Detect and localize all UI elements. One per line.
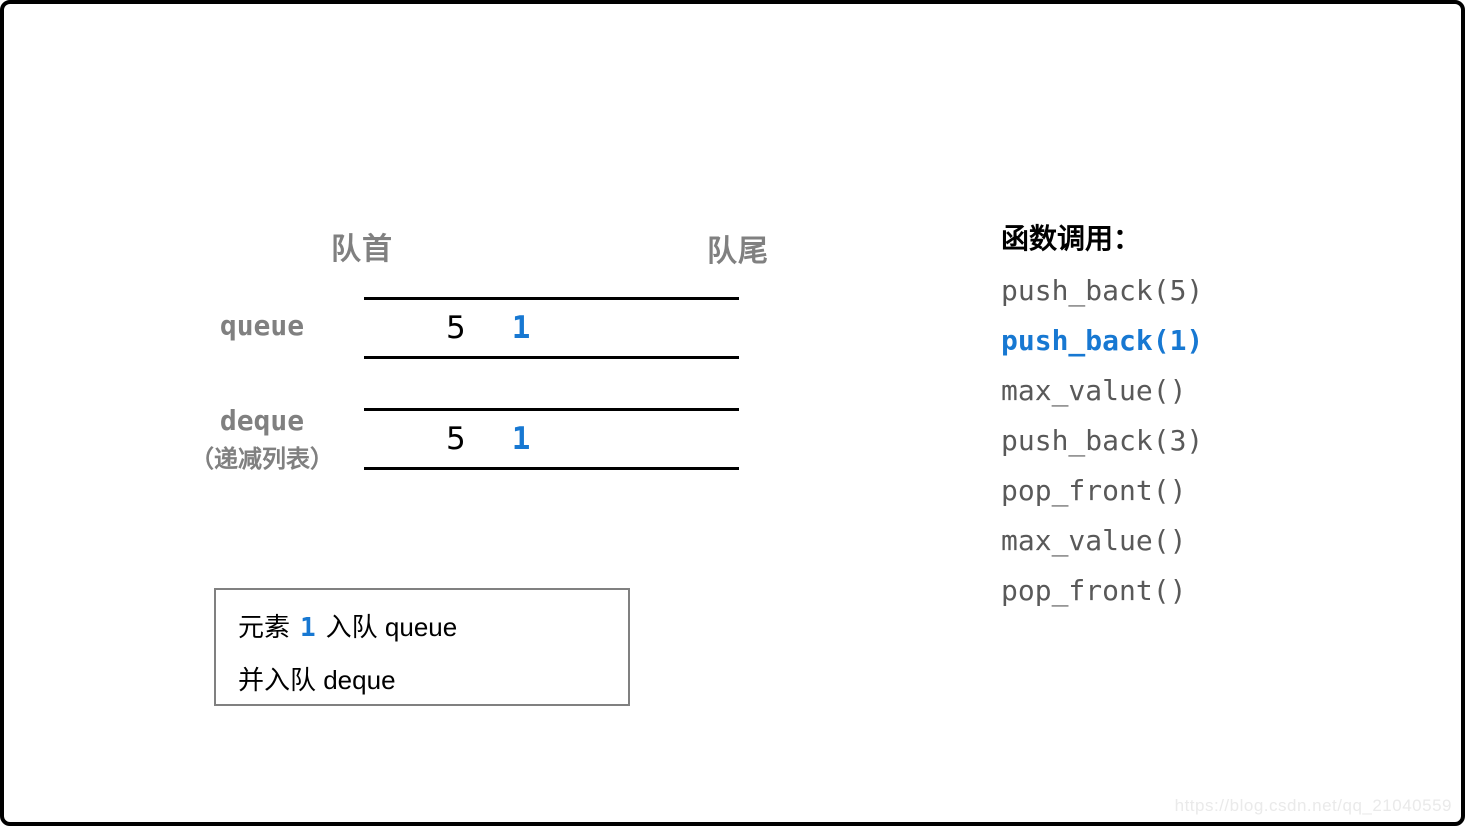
deque-label-name: deque [219, 404, 305, 437]
queue-rear-label: 队尾 [707, 235, 769, 268]
call-item-pop-front-2: pop_front() [1001, 574, 1187, 607]
queue-track: 5 1 [364, 297, 739, 359]
queue-value-0: 5 [446, 310, 466, 346]
note-line-2: 并入队 deque [238, 665, 396, 695]
note-line-1: 元素 1 入队 queue [238, 601, 628, 654]
deque-row-label: deque （递减列表） [182, 404, 342, 474]
queue-front-label: 队首 [331, 233, 393, 266]
note-segment-prefix: 元素 [238, 612, 291, 642]
note-segment-value: 1 [300, 613, 316, 643]
note-box: 元素 1 入队 queue 并入队 deque [214, 588, 630, 706]
call-item-push-back-1-active: push_back(1) [1001, 324, 1204, 357]
deque-value-0: 5 [446, 421, 466, 457]
call-item-max-value-2: max_value() [1001, 524, 1187, 557]
call-item-push-back-5: push_back(5) [1001, 274, 1204, 307]
function-calls-title: 函数调用： [1001, 223, 1142, 254]
queue-row-label: queue [219, 309, 305, 342]
function-call-panel: 函数调用： push_back(5) push_back(1) max_valu… [1001, 220, 1203, 616]
call-item-push-back-3: push_back(3) [1001, 424, 1204, 457]
deque-value-1: 1 [511, 421, 531, 457]
queue-value-1: 1 [511, 310, 531, 346]
deque-label-subtitle: （递减列表） [190, 446, 334, 473]
note-segment-suffix: 入队 queue [325, 612, 458, 642]
deque-track: 5 1 [364, 408, 739, 470]
watermark: https://blog.csdn.net/qq_21040559 [1174, 796, 1452, 815]
call-item-max-value-1: max_value() [1001, 374, 1187, 407]
call-item-pop-front-1: pop_front() [1001, 474, 1187, 507]
